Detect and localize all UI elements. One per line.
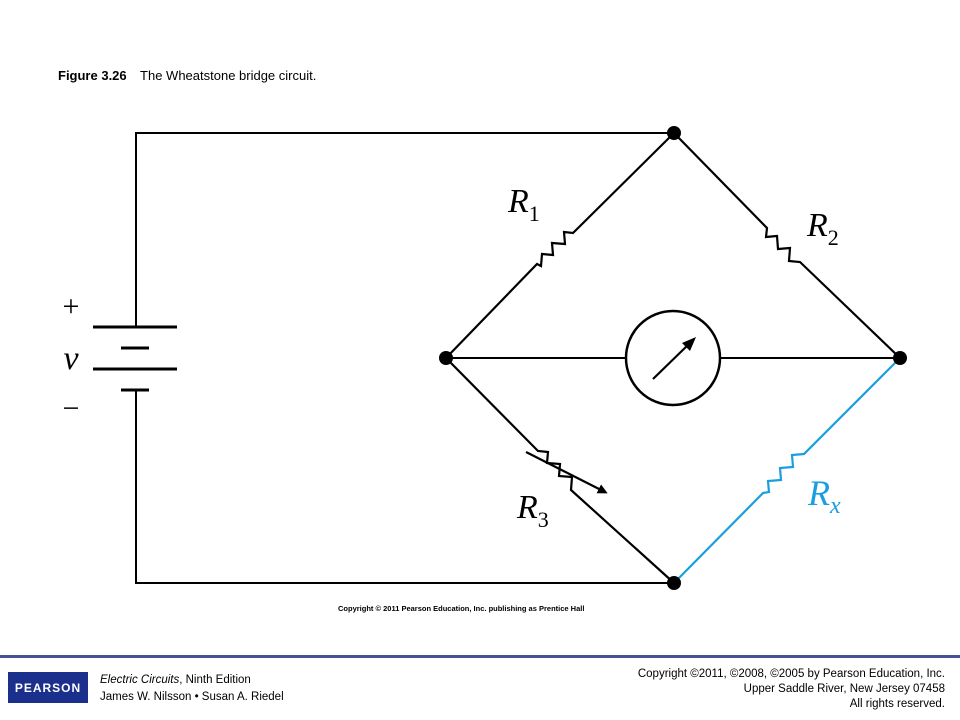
label-r1: R1 xyxy=(507,183,540,226)
battery-icon xyxy=(93,325,177,392)
plus-sign: + xyxy=(63,290,80,323)
copyright-line-1: Copyright ©2011, ©2008, ©2005 by Pearson… xyxy=(637,668,945,680)
copyright-line-2: Upper Saddle River, New Jersey 07458 xyxy=(743,683,945,695)
book-title: Electric Circuits xyxy=(100,674,180,686)
label-r3: R3 xyxy=(516,489,549,532)
label-r2: R2 xyxy=(806,207,839,250)
node-bottom xyxy=(667,576,681,590)
figure-caption: Figure 3.26 The Wheatstone bridge circui… xyxy=(58,68,316,83)
source-label: v xyxy=(63,340,79,377)
figure-number: Figure 3.26 xyxy=(58,68,127,83)
publisher-copyright: Copyright ©2011, ©2008, ©2005 by Pearson… xyxy=(638,667,945,712)
label-rx: Rx xyxy=(807,473,841,519)
resistor-rx xyxy=(673,357,901,584)
minus-sign: − xyxy=(63,392,80,425)
figure-title: The Wheatstone bridge circuit. xyxy=(140,68,317,83)
bottom-wire xyxy=(135,390,673,584)
resistor-r2 xyxy=(673,132,901,359)
resistor-r1 xyxy=(445,132,675,359)
book-authors: James W. Nilsson • Susan A. Riedel xyxy=(100,691,284,703)
resistor-r3 xyxy=(445,357,675,584)
pearson-logo: PEARSON xyxy=(8,672,88,703)
galvanometer-icon xyxy=(624,309,722,407)
footer-divider xyxy=(0,655,960,658)
wheatstone-bridge-diagram: + v − R1 R2 R3 Rx xyxy=(63,126,907,590)
inner-copyright: Copyright © 2011 Pearson Education, Inc.… xyxy=(338,604,585,613)
node-left xyxy=(439,351,453,365)
copyright-line-3: All rights reserved. xyxy=(849,698,945,710)
book-info: Electric Circuits, Ninth Edition James W… xyxy=(100,672,284,706)
book-edition: , Ninth Edition xyxy=(179,674,251,686)
node-top xyxy=(667,126,681,140)
top-wire xyxy=(135,132,673,327)
node-right xyxy=(893,351,907,365)
